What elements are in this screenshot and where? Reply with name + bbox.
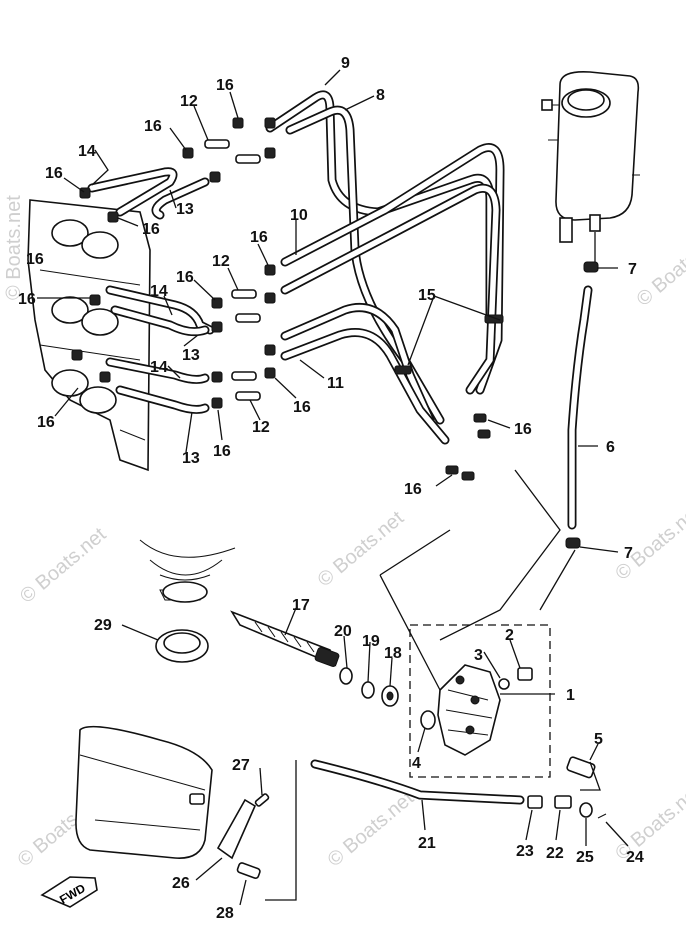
callout-20: 20	[334, 623, 352, 640]
callout-27: 27	[232, 757, 250, 774]
callout-16: 16	[176, 269, 194, 286]
callout-13: 13	[176, 201, 194, 218]
callout-16: 16	[142, 221, 160, 238]
callout-16: 16	[514, 421, 532, 438]
callout-24: 24	[626, 849, 644, 866]
callout-13: 13	[182, 347, 200, 364]
callout-4: 4	[412, 755, 421, 772]
callout-9: 9	[341, 55, 350, 72]
callout-2: 2	[505, 627, 514, 644]
callout-16: 16	[37, 414, 55, 431]
callout-17: 17	[292, 597, 310, 614]
lower-housing: FWD	[40, 725, 270, 908]
callout-labels: 1 2 3 4 5 6 7 7 8 9 10 11 12 12 12 13 13…	[18, 55, 644, 922]
callout-16: 16	[144, 118, 162, 135]
callout-16: 16	[216, 77, 234, 94]
oil-tank	[541, 70, 640, 262]
leader-lines	[37, 69, 629, 906]
callout-28: 28	[216, 905, 234, 922]
callout-25: 25	[576, 849, 594, 866]
callout-16: 16	[26, 251, 44, 268]
watermark-text: © Boats.net	[16, 523, 111, 607]
callout-16: 16	[18, 291, 36, 308]
callout-16: 16	[293, 399, 311, 416]
callout-23: 23	[516, 843, 534, 860]
callout-16: 16	[45, 165, 63, 182]
callout-12: 12	[252, 419, 270, 436]
lower-fittings	[527, 795, 607, 819]
callout-1: 1	[566, 687, 575, 704]
callout-26: 26	[172, 875, 190, 892]
callout-12: 12	[180, 93, 198, 110]
watermark-text: © Boats.net	[611, 780, 686, 864]
callout-14: 14	[150, 359, 168, 376]
callout-18: 18	[384, 645, 402, 662]
oil-hoses	[87, 90, 593, 805]
watermark-text: © Boats.net	[314, 507, 409, 591]
callout-11: 11	[327, 375, 344, 392]
callout-29: 29	[94, 617, 112, 634]
callout-7: 7	[628, 261, 637, 278]
callout-19: 19	[362, 633, 380, 650]
hose-clips	[71, 117, 599, 549]
callout-6: 6	[606, 439, 615, 456]
watermark-text: © Boats.net	[3, 195, 25, 300]
oil-pump-assembly	[409, 624, 596, 779]
callout-3: 3	[474, 647, 483, 664]
watermark-text: © Boats.net	[611, 500, 686, 584]
callout-14: 14	[150, 283, 168, 300]
watermark-text: © Boats.net	[633, 226, 686, 310]
intake-manifold-left	[27, 199, 151, 472]
callout-14: 14	[78, 143, 96, 160]
callout-22: 22	[546, 845, 564, 862]
callout-13: 13	[182, 450, 200, 467]
callout-16: 16	[404, 481, 422, 498]
callout-15: 15	[418, 287, 436, 304]
callout-10: 10	[290, 207, 308, 224]
watermark-text: © Boats.net	[324, 787, 419, 871]
callout-21: 21	[418, 835, 436, 852]
callout-7: 7	[624, 545, 633, 562]
drive-gear-parts	[139, 539, 399, 707]
connector-fittings	[204, 139, 261, 401]
callout-16: 16	[250, 229, 268, 246]
callout-8: 8	[376, 87, 385, 104]
callout-5: 5	[594, 731, 603, 748]
callout-12: 12	[212, 253, 230, 270]
callout-16: 16	[213, 443, 231, 460]
